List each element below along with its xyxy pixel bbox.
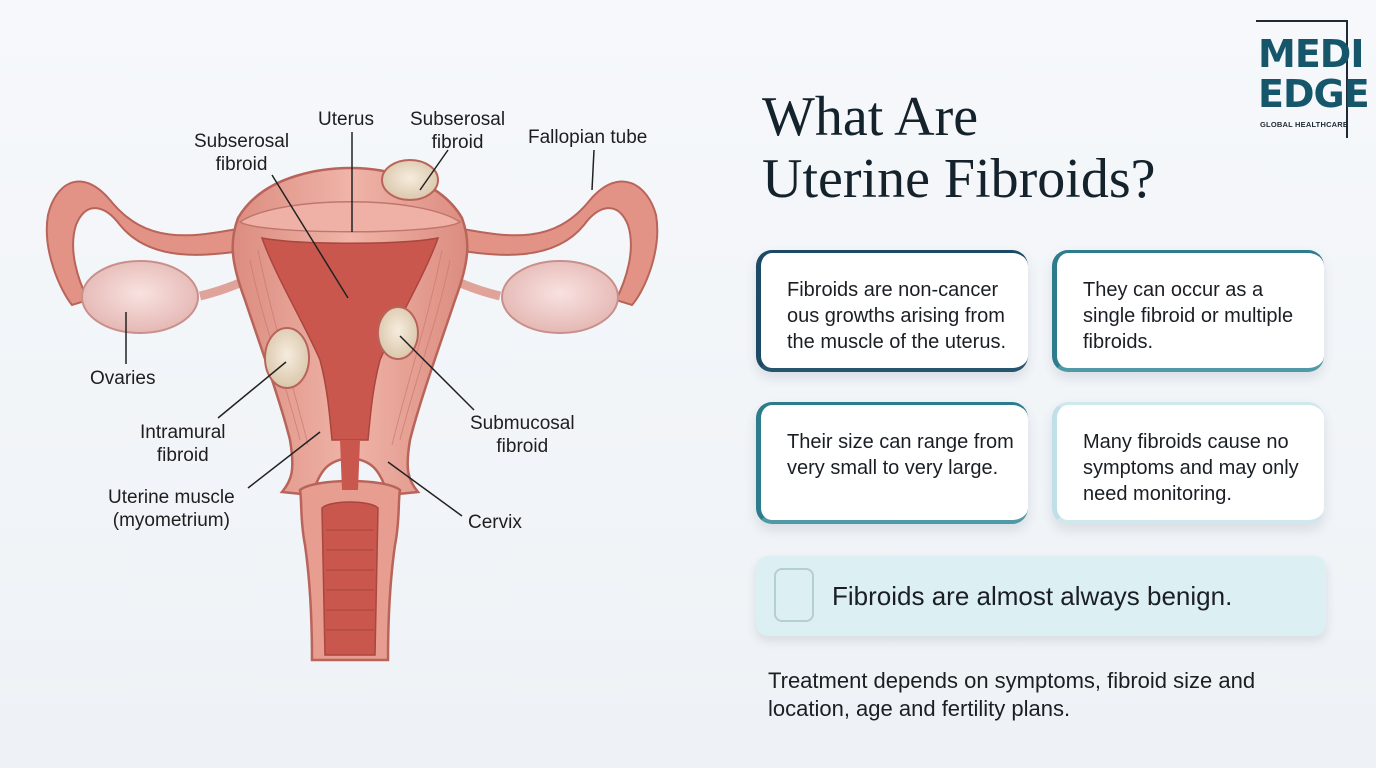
uterine-cavity <box>260 237 440 441</box>
label-intramural-fibroid: Intramural fibroid <box>140 422 226 466</box>
benign-callout: Fibroids are almost always benign. <box>756 556 1326 636</box>
label-uterine-muscle: Uterine muscle (myometrium) <box>108 487 235 531</box>
page-title: What Are Uterine Fibroids? <box>762 86 1282 210</box>
brand-logo: MEDI EDGE GLOBAL HEALTHCARE <box>1256 20 1370 138</box>
card-text: They can occur as a single fibroid or mu… <box>1083 279 1294 353</box>
uterus-diagram: Uterus Subserosal fibroid Subserosal fib… <box>45 109 659 662</box>
label-submucosal-fibroid: Submucosal fibroid <box>470 413 575 457</box>
treatment-note: Treatment depends on symptoms, fibroid s… <box>768 668 1256 721</box>
label-ovaries: Ovaries <box>90 368 156 389</box>
checkbox-icon <box>774 568 814 622</box>
label-subserosal-fibroid-left: Subserosal fibroid <box>194 131 290 175</box>
info-card-noncancerous: Fibroids are non-cancer ous growths aris… <box>756 250 1028 372</box>
subserosal-fibroid-top <box>381 159 439 201</box>
title-line2: Uterine Fibroids? <box>762 148 1156 210</box>
label-uterus: Uterus <box>318 109 374 130</box>
card-text: Many fibroids cause no symptoms and may … <box>1083 431 1299 505</box>
label-subserosal-fibroid-top: Subserosal fibroid <box>410 109 506 153</box>
logo-line2: EDGE <box>1258 72 1370 116</box>
intramural-fibroid <box>264 327 310 389</box>
label-cervix: Cervix <box>468 512 522 533</box>
logo-line1: MEDI <box>1258 32 1364 76</box>
submucosal-fibroid <box>377 306 419 360</box>
info-card-symptoms: Many fibroids cause no symptoms and may … <box>1052 402 1324 524</box>
benign-text: Fibroids are almost always benign. <box>832 581 1233 611</box>
right-ovary <box>501 260 619 334</box>
card-text: Their size can range from very small to … <box>787 431 1014 479</box>
title-line1: What Are <box>762 86 979 148</box>
left-ovary <box>81 260 199 334</box>
info-card-single-multiple: They can occur as a single fibroid or mu… <box>1052 250 1324 372</box>
info-card-size: Their size can range from very small to … <box>756 402 1028 524</box>
left-fallopian-tube <box>45 180 260 307</box>
right-fallopian-tube <box>444 180 659 307</box>
logo-tagline: GLOBAL HEALTHCARE <box>1260 120 1349 129</box>
card-text: Fibroids are non-cancer ous growths aris… <box>787 279 1007 353</box>
uterus-illustration <box>45 132 659 662</box>
label-fallopian-tube: Fallopian tube <box>528 127 648 148</box>
vaginal-canal <box>321 501 379 656</box>
